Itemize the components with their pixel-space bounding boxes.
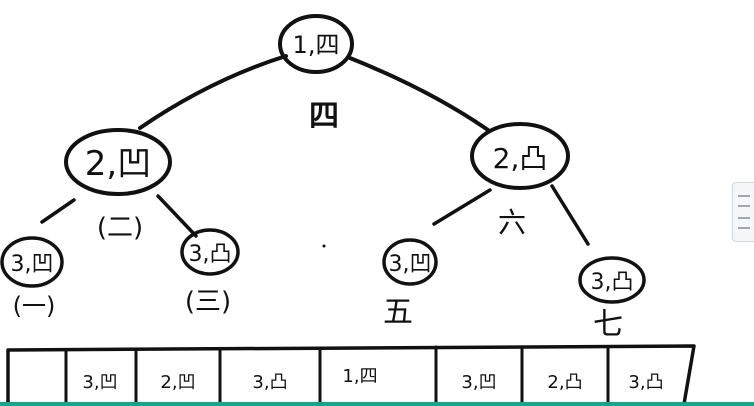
array-cell: 2,凹	[160, 372, 195, 393]
node-label: 3,凹	[389, 252, 432, 277]
node-label: 2,凹	[85, 144, 151, 184]
node-left-left: 3,凹	[0, 236, 64, 288]
node-label: 1,四	[293, 31, 340, 59]
tree-edges	[40, 54, 590, 246]
node-circle	[578, 256, 646, 304]
node-circle	[278, 14, 354, 74]
node-circle	[0, 236, 64, 288]
edge-root-left	[138, 54, 288, 130]
order-label-right-left: 五	[383, 295, 413, 330]
node-label: 3,凹	[11, 252, 54, 277]
toolbar-tab-line	[738, 205, 750, 207]
order-label-right: 六	[498, 206, 526, 239]
node-left-right: 3,凸	[180, 228, 240, 276]
node-root: 1,四	[278, 14, 354, 74]
node-circle	[64, 128, 172, 196]
node-circle	[180, 228, 240, 276]
node-left: 2,凹	[64, 128, 172, 196]
toolbar-tab-line	[738, 217, 750, 219]
array-strip: 3,凹 2,凹 3,凸 1,四 3,凹 2,凸 3,凸	[6, 344, 696, 406]
stray-dot	[322, 244, 326, 248]
toolbar-tab-line	[738, 227, 750, 229]
node-right-right: 3,凸	[578, 256, 646, 304]
order-label-right-right: 七	[593, 307, 623, 342]
array-outline	[6, 344, 696, 406]
edge-root-right	[348, 56, 490, 132]
array-cell: 3,凸	[628, 372, 663, 393]
node-label: 3,凸	[591, 270, 634, 295]
bottom-accent-bar	[0, 402, 754, 406]
array-cell: 3,凹	[82, 372, 117, 393]
order-label-left-right: (三)	[185, 287, 231, 317]
node-right-left: 3,凹	[382, 238, 438, 286]
edge-left-leftleft	[40, 198, 76, 224]
edge-right-rightleft	[432, 188, 492, 226]
side-toolbar-tab[interactable]	[732, 182, 754, 242]
order-label-left-left: (一)	[13, 292, 56, 320]
order-label-root: 四	[309, 99, 339, 134]
array-cell: 1,四	[342, 366, 377, 387]
order-label-left: (二)	[97, 213, 143, 243]
node-label: 2,凸	[493, 142, 548, 175]
array-cell: 2,凸	[547, 372, 582, 393]
node-circle	[382, 238, 438, 286]
node-circle	[470, 122, 570, 190]
toolbar-tab-line	[738, 195, 750, 197]
edge-right-rightright	[550, 184, 590, 246]
node-label: 3,凸	[189, 242, 232, 267]
array-cell: 3,凸	[252, 372, 287, 393]
edge-left-leftright	[156, 194, 198, 238]
node-right: 2,凸	[470, 122, 570, 190]
array-cell: 3,凹	[461, 372, 496, 393]
